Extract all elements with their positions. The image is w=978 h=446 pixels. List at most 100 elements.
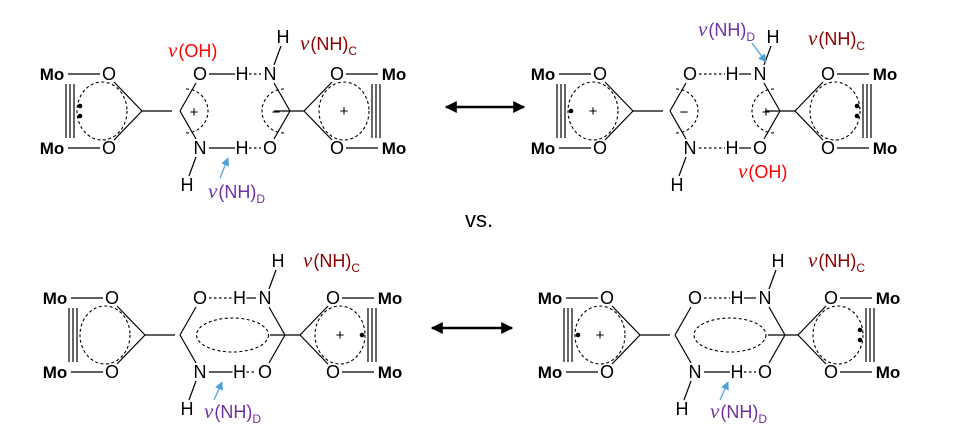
tr-nu-nh-d-label-subscript: D	[746, 30, 755, 44]
bl-nu-nh-d-label-body: (NH)	[214, 402, 252, 422]
tr-lone-pair-dot-2	[854, 113, 860, 119]
vs-label: vs.	[465, 207, 493, 232]
br-o-c-bond-bottom	[797, 334, 827, 365]
bl-nu-nh-d-label: ν(NH)D	[204, 399, 261, 426]
tr-left-core-charge: −	[680, 104, 689, 121]
br-nu-nh-c-label: ν(NH)C	[808, 248, 865, 275]
tl-left-bottom-atom: N	[194, 138, 207, 158]
bl-nu-nh-d-pointer	[213, 381, 223, 401]
bl-left-bottom-atom: N	[194, 362, 207, 382]
tl-lone-pair-dot-2	[77, 113, 83, 119]
br-nu-nh-d-label: ν(NH)D	[710, 399, 767, 426]
tr-lone-pair-dot-1	[854, 103, 860, 109]
tl-right-c-top-bond	[273, 82, 291, 112]
tr-nu-nh-c-label-nu: ν	[808, 26, 818, 50]
tr-nu-nh-d-label-body: (NH)	[708, 20, 746, 40]
bl-right-top-atom: N	[259, 288, 272, 308]
tr-mo-bottom: Mo	[531, 139, 556, 158]
tl-nu-nh-c-label-subscript: C	[348, 44, 357, 58]
bl-right-c-top-bond	[268, 306, 286, 336]
tl-nu-nh-c-label-text: ν(NH)C	[300, 31, 357, 58]
tr-nu-nh-d-label: ν(NH)D	[698, 17, 755, 44]
tl-nu-nh-d-label: ν(NH)D	[208, 179, 265, 206]
tr-left-bottom-atom: N	[684, 138, 697, 158]
bl-nu-nh-d-label-subscript: D	[252, 412, 261, 426]
bl-charge: +	[336, 327, 345, 344]
tl-deloc-ring	[76, 81, 128, 141]
tr-bridge-h-top: H	[726, 64, 739, 84]
br-right-top-atom: N	[759, 288, 772, 308]
bl-o-top: O	[105, 288, 119, 308]
br-o-c-bond-top	[611, 305, 641, 336]
tl-nu-nh-d-label-body: (NH)	[218, 182, 256, 202]
tl-left-amide-arc	[185, 88, 209, 134]
tl-nu-nh-d-label-nu: ν	[208, 179, 218, 203]
bl-o-c-bond-top	[116, 305, 146, 336]
tr-o-bottom: O	[821, 138, 835, 158]
tl-o-c-bond-top	[303, 81, 333, 112]
tr-charge: +	[589, 103, 598, 120]
tl-nu-oh-label-nu: ν	[168, 38, 178, 62]
tr-left-c-bottom-bond	[669, 110, 687, 140]
tl-nu-nh-c-label-nu: ν	[300, 31, 310, 55]
bl-o-c-bond-bottom	[299, 334, 329, 365]
br-mo-top: Mo	[538, 289, 563, 308]
tl-left-core-charge: +	[190, 104, 199, 121]
tr-o-top: O	[821, 64, 835, 84]
tr-deloc-ring	[567, 81, 619, 141]
bl-nu-nh-c-label: ν(NH)C	[303, 248, 360, 275]
bl-deloc-ring	[79, 305, 131, 365]
tl-mo-top: Mo	[382, 65, 407, 84]
tr-exo-h-top-right: H	[767, 27, 780, 47]
tl-nu-oh-label-body: (OH)	[178, 41, 217, 61]
br-bridge-h-bottom: H	[731, 362, 744, 382]
tl-right-core-charge: −	[272, 104, 281, 121]
br-exo-h-bottom-left: H	[676, 399, 689, 419]
tl-o-bottom: O	[330, 138, 344, 158]
tr-nu-oh-label: ν(OH)	[738, 159, 787, 183]
tr-right-core-charge: +	[762, 104, 771, 121]
bl-exo-h-top-right: H	[272, 251, 285, 271]
br-nu-nh-c-label-nu: ν	[808, 248, 818, 272]
tr-left-c-top-bond	[669, 82, 687, 112]
bl-o-top: O	[326, 288, 340, 308]
tr-mo-top: Mo	[531, 65, 556, 84]
tl-o-c-bond-bottom	[113, 110, 143, 141]
tr-o-c-bond-bottom	[604, 110, 634, 141]
tl-mo-top: Mo	[40, 65, 65, 84]
bl-mo-top: Mo	[378, 289, 403, 308]
tl-o-c-bond-top	[113, 81, 143, 112]
bl-mo-bottom: Mo	[378, 363, 403, 382]
bl-left-top-atom: O	[193, 288, 207, 308]
bl-bridge-h-top: H	[233, 288, 246, 308]
tr-nu-nh-c-label-text: ν(NH)C	[808, 26, 865, 53]
br-o-c-bond-top	[797, 305, 827, 336]
br-nu-nh-d-label-subscript: D	[758, 412, 767, 426]
bl-nu-nh-d-label-nu: ν	[204, 399, 214, 423]
tl-nu-nh-d-pointer	[219, 157, 230, 179]
br-exo-h-top-right: H	[772, 251, 785, 271]
tr-right-c-bottom-bond	[763, 110, 781, 140]
br-nu-nh-d-label-body: (NH)	[720, 402, 758, 422]
bl-exo-nh-bond-bottom-left	[188, 380, 197, 401]
tr-nu-oh-label-nu: ν	[738, 159, 748, 183]
tr-exo-h-bottom-left: H	[671, 175, 684, 195]
br-left-c-bottom-bond	[674, 334, 692, 364]
br-o-top: O	[824, 288, 838, 308]
tl-nu-nh-d-label-subscript: D	[256, 192, 265, 206]
bl-left-c-top-bond	[179, 306, 197, 336]
tr-right-top-atom: N	[754, 64, 767, 84]
br-o-top: O	[600, 288, 614, 308]
tl-nu-nh-c-label: ν(NH)C	[300, 31, 357, 58]
bl-exo-nh-bond-top-right	[268, 269, 277, 290]
tl-nu-nh-c-label-body: (NH)	[310, 34, 348, 54]
br-lone-pair-dot-1	[857, 327, 863, 333]
br-o-bottom: O	[600, 362, 614, 382]
tr-exo-nh-bond-bottom-left	[678, 156, 687, 177]
tr-left-amide-arc	[675, 88, 699, 134]
br-nu-nh-d-label-text: ν(NH)D	[710, 399, 767, 426]
bl-mo-top: Mo	[43, 289, 68, 308]
br-deloc-ring	[812, 305, 864, 365]
